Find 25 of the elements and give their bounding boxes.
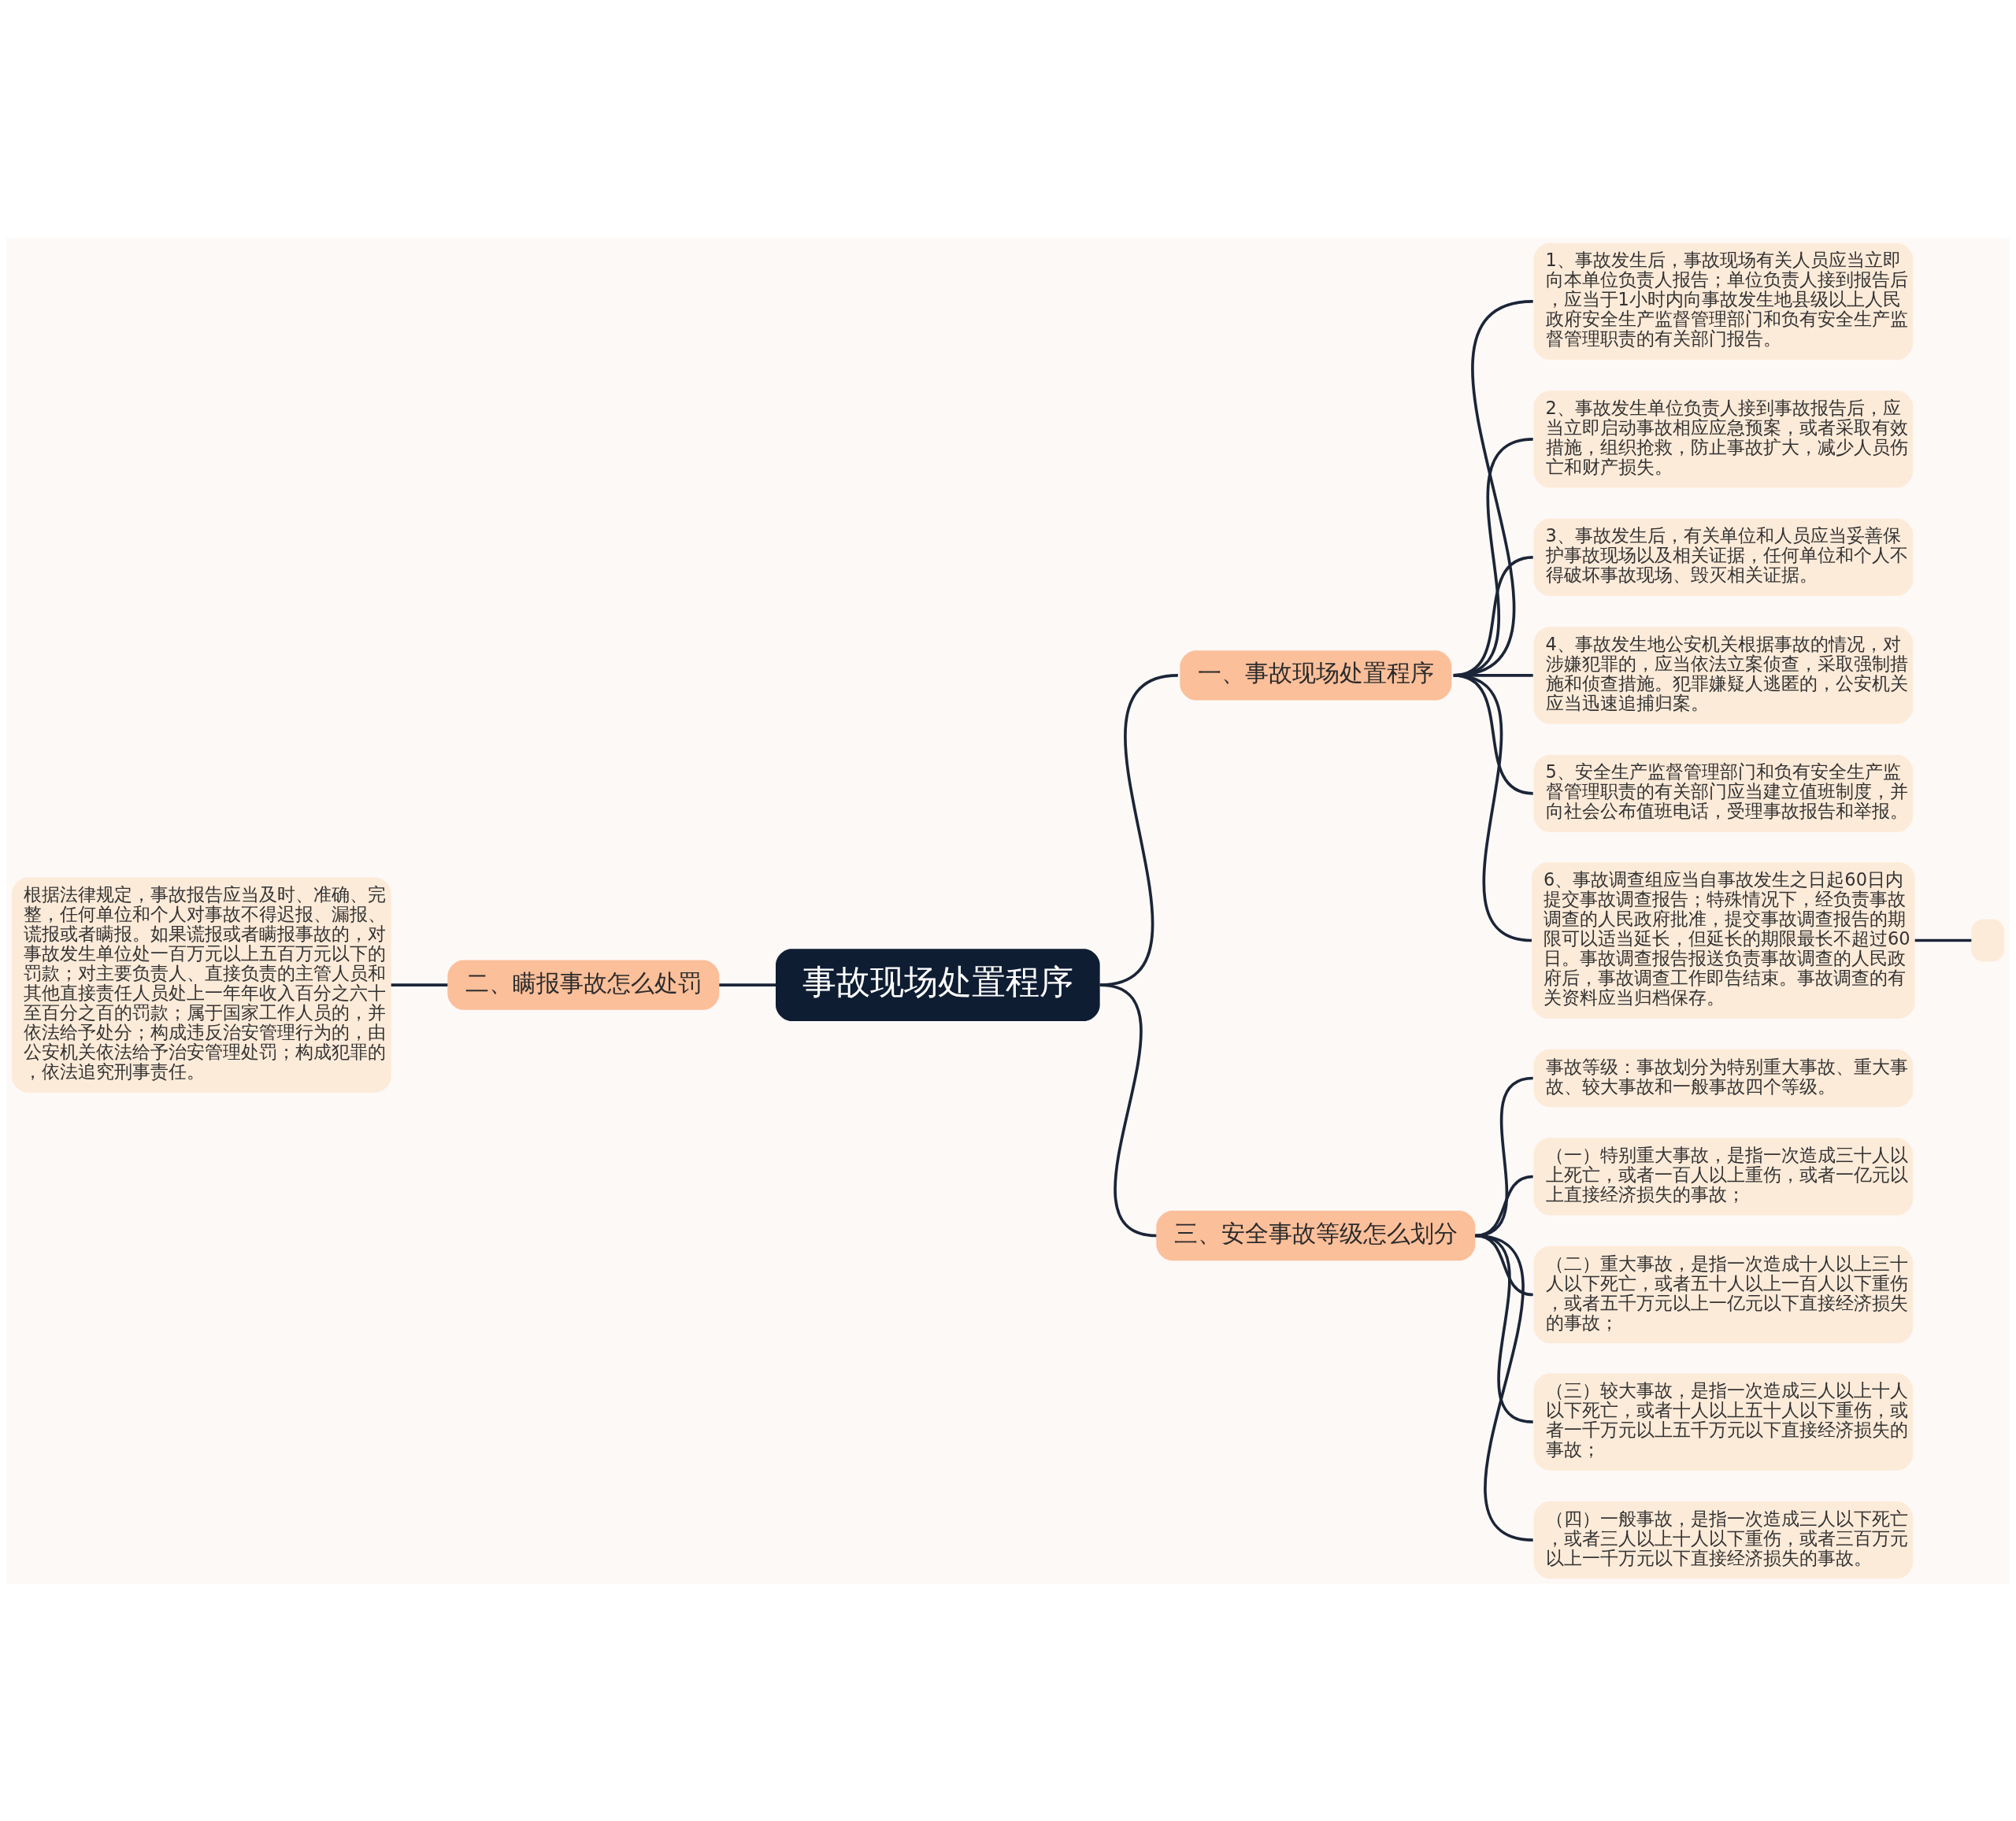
node-box: 根据法律规定，事故报告应当及时、准确、完整，任何单位和个人对事故不得迟报、漏报、谎报或者瞒报。如果谎报或者瞒报事故的，对事故发生单位处一百万元以上五百万元以下的罚款；对主要负责人、直接负责的主管人员和其他直接责任人员处上一年年收入百分之六十至百分之百的罚款；属于国家工作人员的，并依法给予处分；构成违反治安管理行为的，由公安机关依法给予治安管理处罚；构成犯罪的，依法追究刑事责任。 <box>12 877 391 1093</box>
connector <box>1474 1234 1534 1542</box>
node-box: （四）一般事故，是指一次造成三人以下死亡，或者三人以上十人以下重伤，或者三百万元以上一千万元以下直接经济损失的事故。 <box>1533 1501 1914 1579</box>
connector <box>1914 938 1972 942</box>
node-box: 一、事故现场处置程序 <box>1180 650 1452 700</box>
node-box: 1、事故发生后，事故现场有关人员应当立即向本单位负责人报告；单位负责人接到报告后，应当于1小时内向事故发生地县级以上人民政府安全生产监督管理部门和负有安全生产监督管理职责的有关部门报告。 <box>1533 242 1914 360</box>
node-box: 4、事故发生地公安机关根据事故的情况，对涉嫌犯罪的，应当依法立案侦查，采取强制措施和侦查措施。犯罪嫌疑人逃匿的，公安机关应当迅速追捕归案。 <box>1533 626 1914 724</box>
node-box: 6、事故调查组应当自事故发生之日起60日内提交事故调查报告；特殊情况下，经负责事故调查的人民政府批准，提交事故调查报告的期限可以适当延长，但延长的期限最长不超过60日。事故调查报告报送负责事故调查的人民政府后，事故调查工作即告结束。事故调查的有关资料应当归档保存。 <box>1532 861 1915 1019</box>
node-box: 事故现场处置程序 <box>776 948 1100 1021</box>
node-box: 事故等级：事故划分为特别重大事故、重大事故、较大事故和一般事故四个等级。 <box>1533 1049 1914 1107</box>
connector <box>391 983 448 986</box>
connector <box>719 983 776 986</box>
node-box: 三、安全事故等级怎么划分 <box>1156 1210 1476 1260</box>
node-box: 3、事故发生后，有关单位和人员应当妥善保护事故现场以及相关证据，任何单位和个人不得破坏事故现场、毁灭相关证据。 <box>1533 518 1914 596</box>
node-box: （二）重大事故，是指一次造成十人以上三十人以下死亡，或者五十人以上一百人以下重伤，或者五千万元以上一亿元以下直接经济损失的事故； <box>1533 1245 1914 1343</box>
node-box: （一）特别重大事故，是指一次造成三十人以上死亡，或者一百人以上重伤，或者一亿元以上直接经济损失的事故； <box>1533 1137 1914 1216</box>
connector <box>1474 1076 1534 1237</box>
node-box: 5、安全生产监督管理部门和负有安全生产监督管理职责的有关部门应当建立值班制度，并向社会公布值班电话，受理事故报告和举报。 <box>1533 754 1914 832</box>
connector <box>1453 673 1532 942</box>
node-box <box>1971 919 2004 961</box>
connector <box>1475 1175 1533 1237</box>
node-box: （三）较大事故，是指一次造成三人以上十人以下死亡，或者十人以上五十人以下重伤，或者一千万元以上五千万元以下直接经济损失的事故； <box>1533 1373 1914 1471</box>
connector <box>1099 983 1157 1237</box>
node-box: 二、瞒报事故怎么处罚 <box>447 960 720 1010</box>
node-box: 2、事故发生单位负责人接到事故报告后，应当立即启动事故相应应急预案，或者采取有效措施，组织抢救，防止事故扩大，减少人员伤亡和财产损失。 <box>1533 390 1914 487</box>
